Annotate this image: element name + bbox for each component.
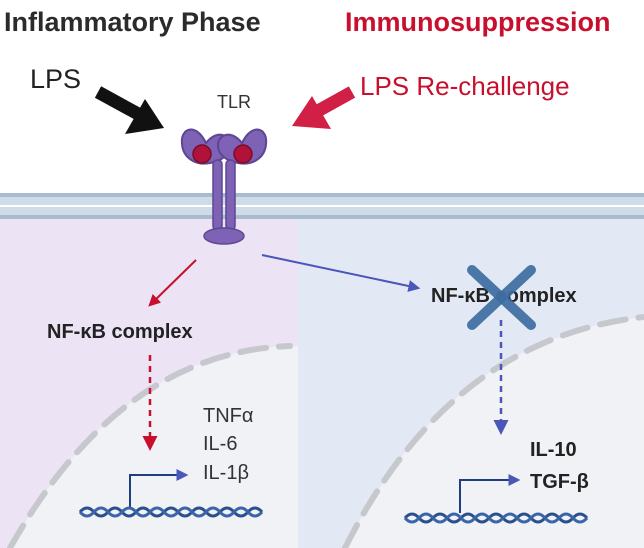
cytokine-tnfa: TNFα bbox=[203, 405, 254, 427]
cytokine-il10: IL-10 bbox=[530, 439, 577, 461]
immunosuppression-title: Immunosuppression bbox=[345, 7, 611, 37]
tlr-to-nfkb-right-arrow bbox=[261, 254, 421, 292]
tlr-label: TLR bbox=[217, 92, 252, 112]
cytokine-tgfb: TGF-β bbox=[530, 471, 589, 493]
lps-rechallenge-label: LPS Re-challenge bbox=[360, 71, 570, 101]
receptor-binding-site-left bbox=[192, 144, 212, 164]
lps-rechallenge-arrow bbox=[292, 86, 356, 129]
right-nuclear-envelope bbox=[342, 314, 644, 548]
inhibition-x-icon bbox=[467, 265, 536, 330]
transcription-start-arrow-right bbox=[459, 474, 521, 513]
cytokine-il1b: IL-1β bbox=[203, 462, 249, 484]
dna-strand-left bbox=[78, 506, 264, 518]
tlr-receptor bbox=[180, 128, 268, 245]
inflammatory-phase-title: Inflammatory Phase bbox=[4, 7, 261, 37]
tlr-to-nfkb-left-arrow bbox=[148, 259, 197, 307]
transcription-start-arrow-left bbox=[129, 469, 189, 507]
lps-arrow bbox=[94, 86, 164, 134]
dna-strand-right bbox=[403, 512, 589, 524]
lps-label: LPS bbox=[30, 64, 82, 94]
nfkb-complex-left-label: NF-κB complex bbox=[47, 321, 193, 343]
cytokine-il6: IL-6 bbox=[203, 433, 238, 455]
receptor-binding-site-right bbox=[233, 144, 253, 164]
left-nuclear-envelope bbox=[7, 343, 293, 548]
